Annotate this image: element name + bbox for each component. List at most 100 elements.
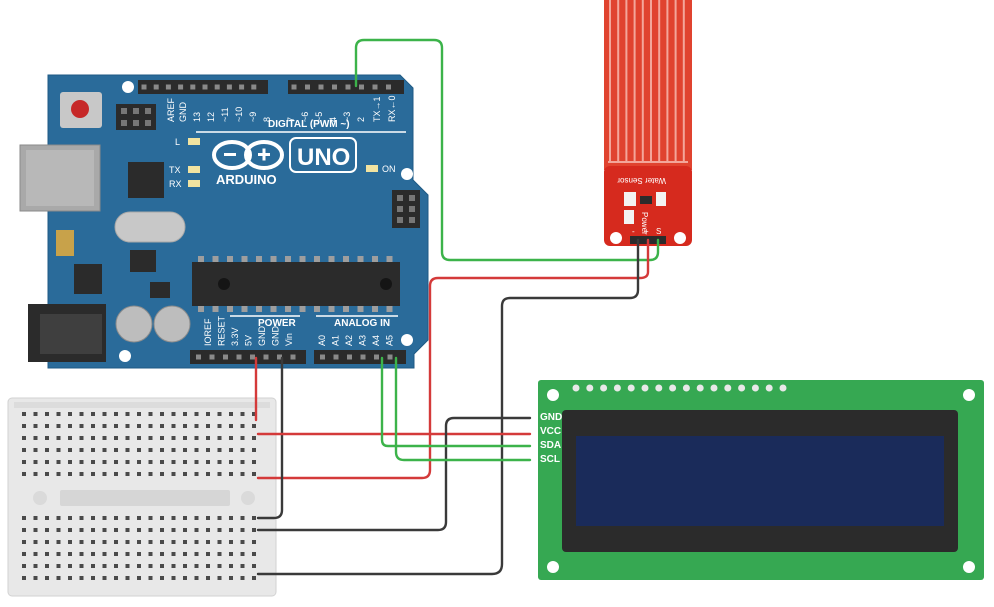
- breadboard-hole: [217, 540, 222, 544]
- breadboard-hole: [56, 516, 61, 520]
- breadboard-hole: [217, 412, 222, 416]
- breadboard-hole: [194, 516, 199, 520]
- icsp-header-1: [116, 104, 156, 130]
- breadboard-hole: [125, 472, 130, 476]
- tantalum-capacitor: [56, 230, 74, 256]
- breadboard-hole: [33, 460, 38, 464]
- breadboard-hole: [68, 436, 72, 440]
- breadboard-hole: [240, 448, 245, 452]
- breadboard-hole: [102, 576, 107, 580]
- mount-hole: [963, 561, 975, 573]
- breadboard-hole: [91, 576, 95, 580]
- breadboard-hole: [68, 424, 72, 428]
- breadboard-hole: [148, 412, 153, 416]
- breadboard-hole: [229, 460, 233, 464]
- breadboard-hole: [137, 552, 141, 556]
- breadboard-hole: [56, 412, 61, 416]
- breadboard-hole: [102, 564, 107, 568]
- breadboard-hole: [91, 564, 95, 568]
- breadboard-hole: [171, 448, 176, 452]
- breadboard-hole: [114, 552, 118, 556]
- breadboard-hole: [240, 412, 245, 416]
- breadboard-hole: [68, 460, 72, 464]
- breadboard-hole: [125, 576, 130, 580]
- breadboard-hole: [229, 424, 233, 428]
- breadboard-hole: [102, 528, 107, 532]
- breadboard-hole: [229, 448, 233, 452]
- breadboard-hole: [22, 472, 26, 476]
- mount-hole: [547, 389, 559, 401]
- analog-header-title: ANALOG IN: [334, 318, 390, 329]
- breadboard-hole: [229, 528, 233, 532]
- digital-pin-label: 8: [262, 117, 272, 122]
- breadboard-hole: [160, 460, 164, 464]
- breadboard-hole: [45, 424, 49, 428]
- breadboard-hole: [183, 528, 187, 532]
- breadboard-hole: [91, 552, 95, 556]
- digital-pin-label: AREF: [166, 97, 176, 122]
- breadboard-hole: [137, 516, 141, 520]
- digital-pin-label: 4: [328, 117, 338, 122]
- breadboard-hole: [114, 436, 118, 440]
- breadboard-hole: [206, 540, 210, 544]
- breadboard-hole: [114, 424, 118, 428]
- breadboard-hole: [33, 424, 38, 428]
- breadboard-hole: [206, 436, 210, 440]
- breadboard-hole: [252, 436, 256, 440]
- breadboard-hole: [160, 516, 164, 520]
- breadboard-hole: [148, 516, 153, 520]
- breadboard-hole: [22, 528, 26, 532]
- breadboard-hole: [91, 412, 95, 416]
- breadboard-hole: [171, 552, 176, 556]
- sensor-pin-plus: +: [644, 227, 649, 236]
- breadboard-hole: [252, 472, 256, 476]
- digital-pin-label: ~5: [314, 112, 324, 122]
- led-l: [188, 138, 200, 145]
- breadboard-hole: [22, 552, 26, 556]
- breadboard-hole: [160, 564, 164, 568]
- sensor-transistor: [640, 196, 652, 204]
- breadboard-hole: [102, 552, 107, 556]
- breadboard-hole: [194, 448, 199, 452]
- breadboard-hole: [148, 540, 153, 544]
- breadboard-hole: [148, 472, 153, 476]
- breadboard-hole: [148, 552, 153, 556]
- breadboard: [7, 397, 277, 597]
- digital-pin-label: GND: [178, 102, 188, 123]
- breadboard-hole: [68, 552, 72, 556]
- breadboard-hole: [194, 424, 199, 428]
- wire-arduino-gnd: [256, 356, 284, 520]
- breadboard-hole: [22, 412, 26, 416]
- breadboard-hole: [229, 540, 233, 544]
- breadboard-hole: [91, 448, 95, 452]
- breadboard-hole: [160, 424, 164, 428]
- wire-lcd-gnd: [256, 416, 532, 532]
- breadboard-hole: [68, 412, 72, 416]
- breadboard-hole: [240, 528, 245, 532]
- digital-pin-label: 7: [286, 117, 296, 122]
- breadboard-hole: [217, 576, 222, 580]
- breadboard-hole: [79, 460, 84, 464]
- breadboard-hole: [194, 472, 199, 476]
- uno-badge: [289, 137, 357, 173]
- power-header-title: POWER: [258, 318, 297, 329]
- breadboard-hole: [194, 412, 199, 416]
- breadboard-hole: [148, 528, 153, 532]
- breadboard-hole: [68, 540, 72, 544]
- breadboard-hole: [33, 564, 38, 568]
- icsp-header-2: [392, 190, 420, 228]
- lcd-i2c-module: GND VCC SDA SCL: [538, 380, 984, 580]
- analog-pin-label: A2: [344, 335, 354, 346]
- breadboard-hole: [22, 424, 26, 428]
- breadboard-hole: [171, 516, 176, 520]
- breadboard-hole: [194, 436, 199, 440]
- breadboard-hole: [114, 448, 118, 452]
- breadboard-hole: [125, 564, 130, 568]
- breadboard-hole: [183, 576, 187, 580]
- breadboard-hole: [194, 576, 199, 580]
- breadboard-hole: [137, 424, 141, 428]
- breadboard-hole: [229, 564, 233, 568]
- wire-a4-to-sda: [380, 356, 532, 448]
